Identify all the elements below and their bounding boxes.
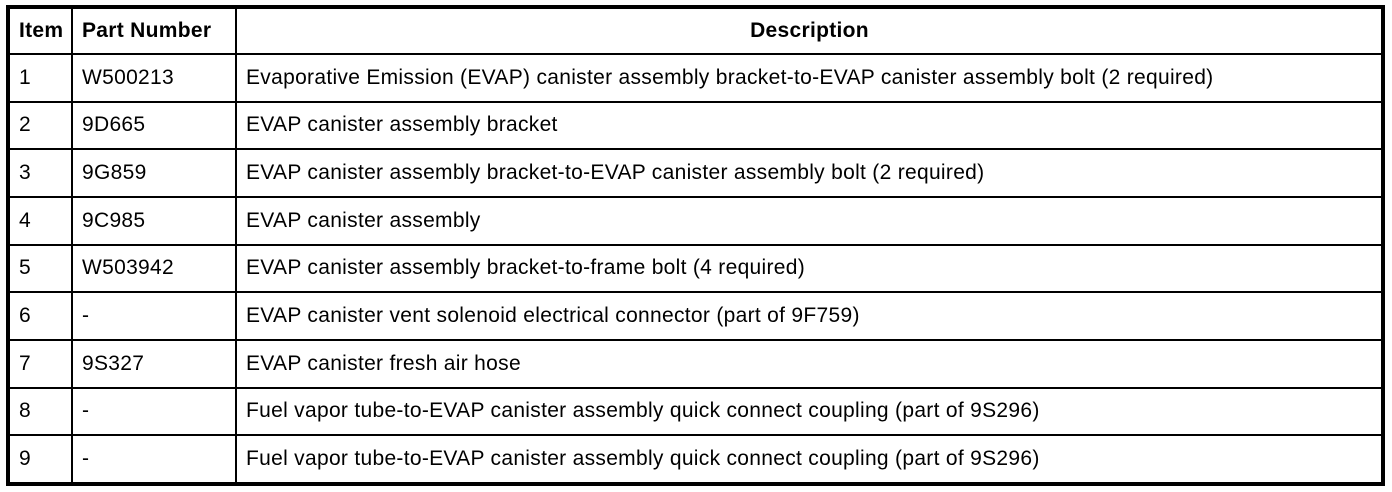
cell-part-number: - — [71, 434, 237, 485]
cell-part-number: 9G859 — [71, 148, 237, 198]
cell-description: Fuel vapor tube-to-EVAP canister assembl… — [235, 434, 1384, 485]
column-header-part-number: Part Number — [71, 6, 237, 55]
cell-part-number: 9C985 — [71, 195, 237, 246]
cell-part-number: - — [71, 386, 237, 437]
table-row: 2 9D665 EVAP canister assembly bracket — [7, 100, 1384, 151]
cell-description: EVAP canister fresh air hose — [235, 338, 1384, 389]
table-row: 1 W500213 Evaporative Emission (EVAP) ca… — [7, 53, 1384, 103]
column-header-item: Item — [7, 6, 73, 55]
cell-item: 9 — [7, 434, 73, 485]
cell-item: 2 — [7, 100, 73, 151]
cell-description: EVAP canister assembly bracket-to-frame … — [235, 243, 1384, 294]
cell-item: 6 — [7, 291, 73, 341]
cell-description: EVAP canister assembly — [235, 195, 1384, 246]
table-row: 3 9G859 EVAP canister assembly bracket-t… — [7, 148, 1384, 198]
cell-part-number: - — [71, 291, 237, 341]
column-header-description: Description — [235, 6, 1384, 55]
cell-description: EVAP canister assembly bracket — [235, 100, 1384, 151]
table-row: 6 - EVAP canister vent solenoid electric… — [7, 291, 1384, 341]
cell-description: Fuel vapor tube-to-EVAP canister assembl… — [235, 386, 1384, 437]
cell-item: 5 — [7, 243, 73, 294]
cell-part-number: 9S327 — [71, 338, 237, 389]
table-row: 9 - Fuel vapor tube-to-EVAP canister ass… — [7, 434, 1384, 485]
cell-item: 8 — [7, 386, 73, 437]
cell-item: 3 — [7, 148, 73, 198]
table-header-row: Item Part Number Description — [7, 6, 1384, 55]
cell-description: EVAP canister assembly bracket-to-EVAP c… — [235, 148, 1384, 198]
parts-table: Item Part Number Description 1 W500213 E… — [6, 5, 1385, 486]
table-row: 7 9S327 EVAP canister fresh air hose — [7, 338, 1384, 389]
cell-description: EVAP canister vent solenoid electrical c… — [235, 291, 1384, 341]
cell-part-number: W503942 — [71, 243, 237, 294]
cell-item: 1 — [7, 53, 73, 103]
cell-item: 4 — [7, 195, 73, 246]
cell-item: 7 — [7, 338, 73, 389]
cell-description: Evaporative Emission (EVAP) canister ass… — [235, 53, 1384, 103]
table-row: 8 - Fuel vapor tube-to-EVAP canister ass… — [7, 386, 1384, 437]
table-row: 5 W503942 EVAP canister assembly bracket… — [7, 243, 1384, 294]
cell-part-number: W500213 — [71, 53, 237, 103]
table-row: 4 9C985 EVAP canister assembly — [7, 195, 1384, 246]
cell-part-number: 9D665 — [71, 100, 237, 151]
